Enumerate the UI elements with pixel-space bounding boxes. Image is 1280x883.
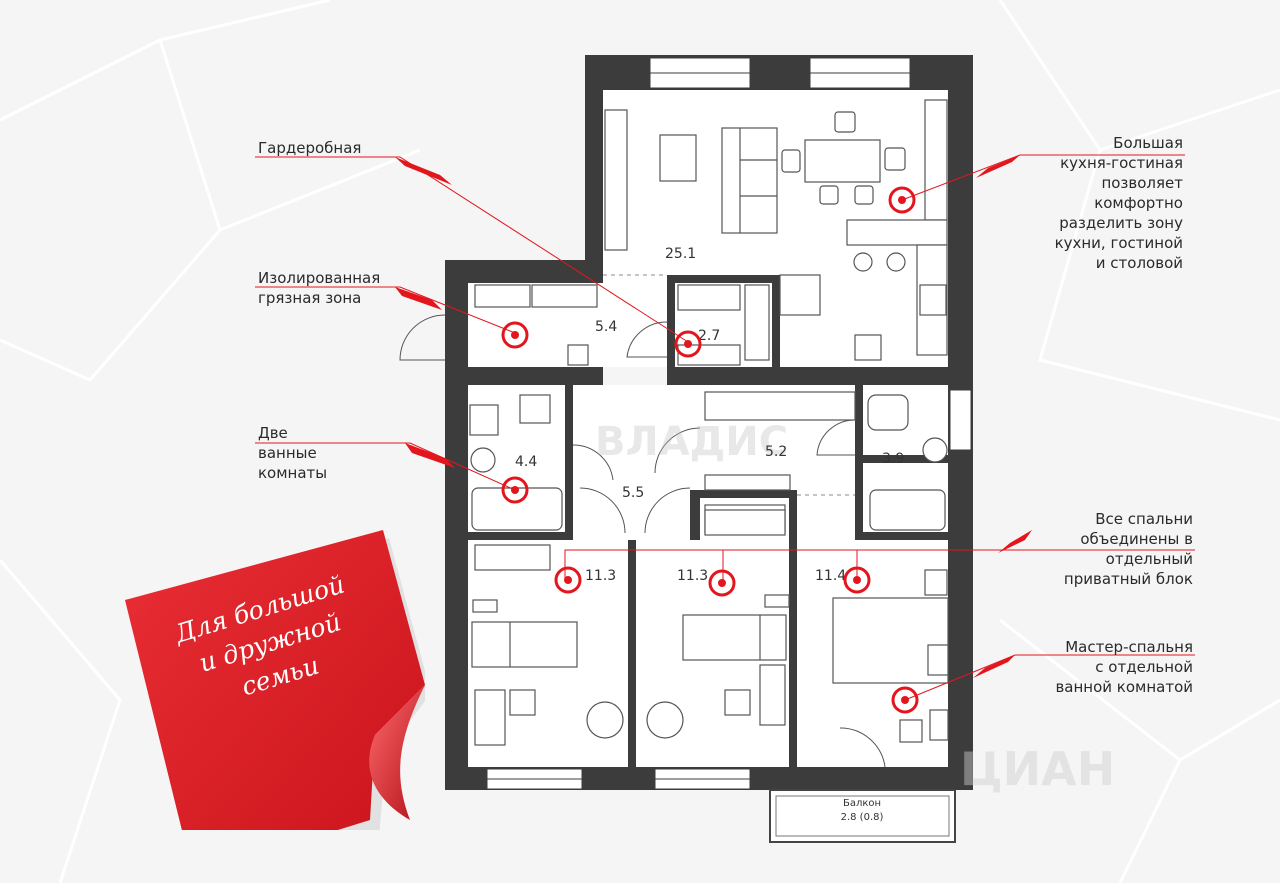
watermark-corner: ЦИАН [960, 742, 1115, 796]
balcony-area: 2.8 (0.8) [841, 812, 884, 823]
area-bedroom-1: 11.3 [585, 568, 616, 584]
callout-dirty-zone: Изолированная грязная зона [258, 269, 381, 307]
sticky-note [125, 530, 425, 830]
area-corridor-2: 5.2 [765, 444, 787, 460]
area-bathroom-1: 4.4 [515, 454, 537, 470]
callout-master-bedroom: Мастер-спальня с отдельной ванной комнат… [1055, 638, 1193, 696]
area-corridor-1: 5.5 [622, 485, 644, 501]
balcony-label: Балкон [843, 798, 881, 809]
callout-kitchen-living: Большая кухня-гостиная позволяет комфорт… [1054, 134, 1183, 272]
callout-swooshes [395, 155, 1032, 678]
inner-walls [468, 275, 948, 767]
watermark-center: ВЛАДИС [595, 419, 788, 465]
area-kitchen-living: 25.1 [665, 246, 696, 262]
area-hallway: 5.4 [595, 319, 617, 335]
area-bathroom-2: 3.9 [882, 451, 904, 467]
callout-markers [501, 186, 919, 714]
area-bedroom-2: 11.3 [677, 568, 708, 584]
area-wardrobe: 2.7 [698, 328, 720, 344]
area-bedroom-3: 11.4 [815, 568, 846, 584]
doors [399, 314, 886, 768]
callout-bedrooms-block: Все спальни объединены в отдельный прива… [1063, 510, 1193, 588]
balcony: Балкон 2.8 (0.8) [769, 789, 956, 843]
furniture [469, 99, 949, 746]
callout-wardrobe: Гардеробная [258, 139, 362, 157]
callout-bathrooms: Две ванные комнаты [258, 424, 328, 482]
